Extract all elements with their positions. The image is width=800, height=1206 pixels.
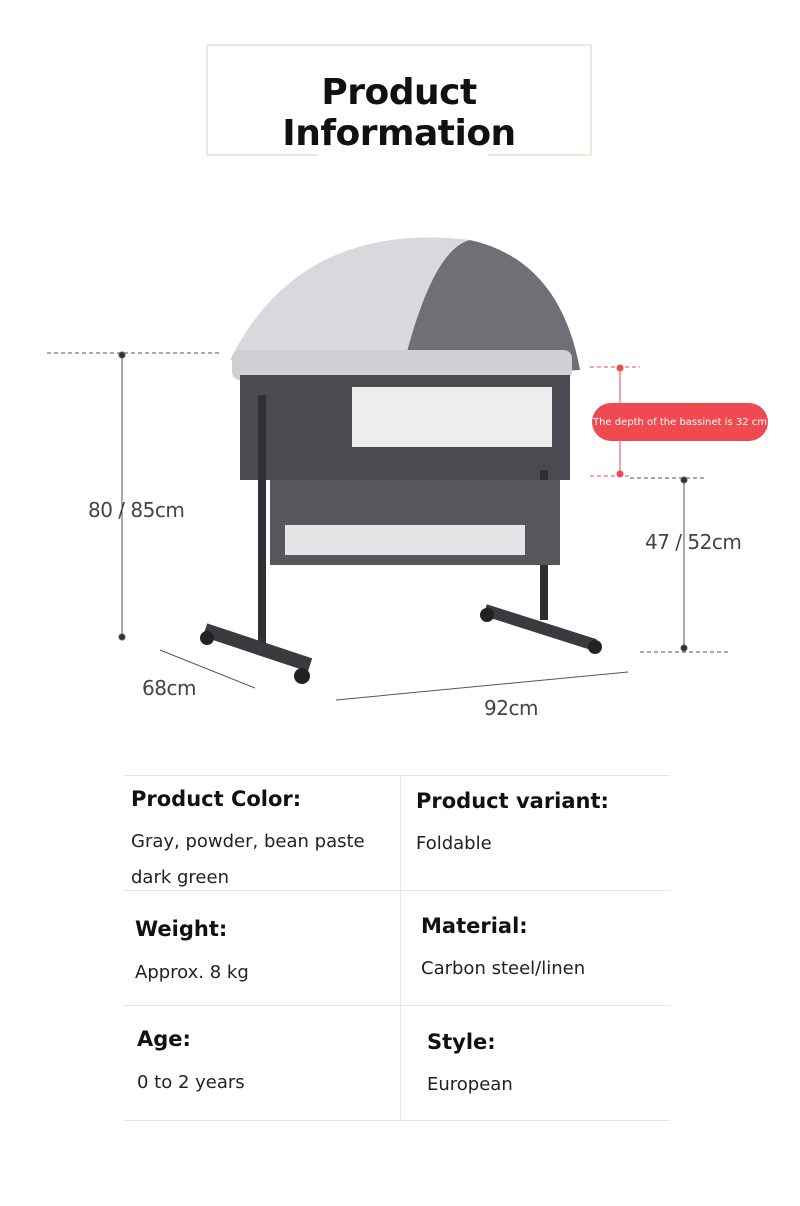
spec-label-style: Style:: [427, 1030, 496, 1054]
spec-value-age: 0 to 2 years: [137, 1072, 245, 1093]
divider: [123, 1120, 670, 1121]
divider: [123, 1005, 670, 1006]
title-frame-gap: [318, 150, 488, 160]
bassinet-illustration: [47, 237, 728, 701]
spec-value-variant: Foldable: [416, 833, 492, 854]
spec-value-style: European: [427, 1074, 513, 1095]
spec-label-weight: Weight:: [135, 917, 228, 941]
spec-label-color: Product Color:: [131, 787, 302, 811]
bassinet: [200, 237, 602, 684]
spec-value-color: Gray, powder, bean paste dark green: [131, 831, 365, 888]
spec-label-age: Age:: [137, 1027, 191, 1051]
height-total-label: 80 / 85cm: [88, 498, 185, 522]
spec-value-material: Carbon steel/linen: [421, 958, 586, 979]
depth-note-badge: The depth of the bassinet is 32 cm: [592, 403, 768, 441]
divider: [400, 775, 401, 1120]
width-label: 68cm: [142, 676, 196, 700]
divider: [123, 775, 670, 776]
spec-label-material: Material:: [421, 914, 528, 938]
dimension-lines: [47, 351, 728, 701]
spec-label-variant: Product variant:: [416, 789, 609, 813]
height-bed-label: 47 / 52cm: [645, 530, 742, 554]
length-label: 92cm: [484, 696, 538, 720]
page-title: Product Information: [282, 72, 516, 154]
divider: [123, 890, 670, 891]
spec-value-weight: Approx. 8 kg: [135, 962, 249, 983]
